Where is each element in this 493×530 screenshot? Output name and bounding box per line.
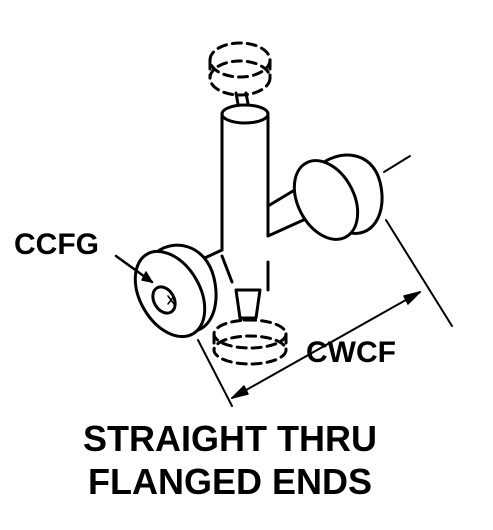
cwcf-arrow-right [403, 291, 421, 305]
cwcf-arrow-left [231, 385, 249, 399]
caption-line-2: FLANGED ENDS [88, 461, 372, 502]
top-handwheel-phantom [208, 41, 272, 106]
left-flange [133, 243, 218, 339]
ccfg-arrowhead [141, 271, 153, 283]
bottom-handwheel-phantom [212, 318, 288, 366]
caption-line-1: STRAIGHT THRU [83, 418, 377, 459]
ccfg-label: CCFG [14, 228, 99, 261]
cwcf-label: CWCF [306, 336, 396, 369]
valve-stem [220, 103, 270, 252]
bottom-stem-tip [234, 288, 262, 320]
right-flange [292, 153, 384, 241]
cwcf-dimension [197, 155, 453, 407]
